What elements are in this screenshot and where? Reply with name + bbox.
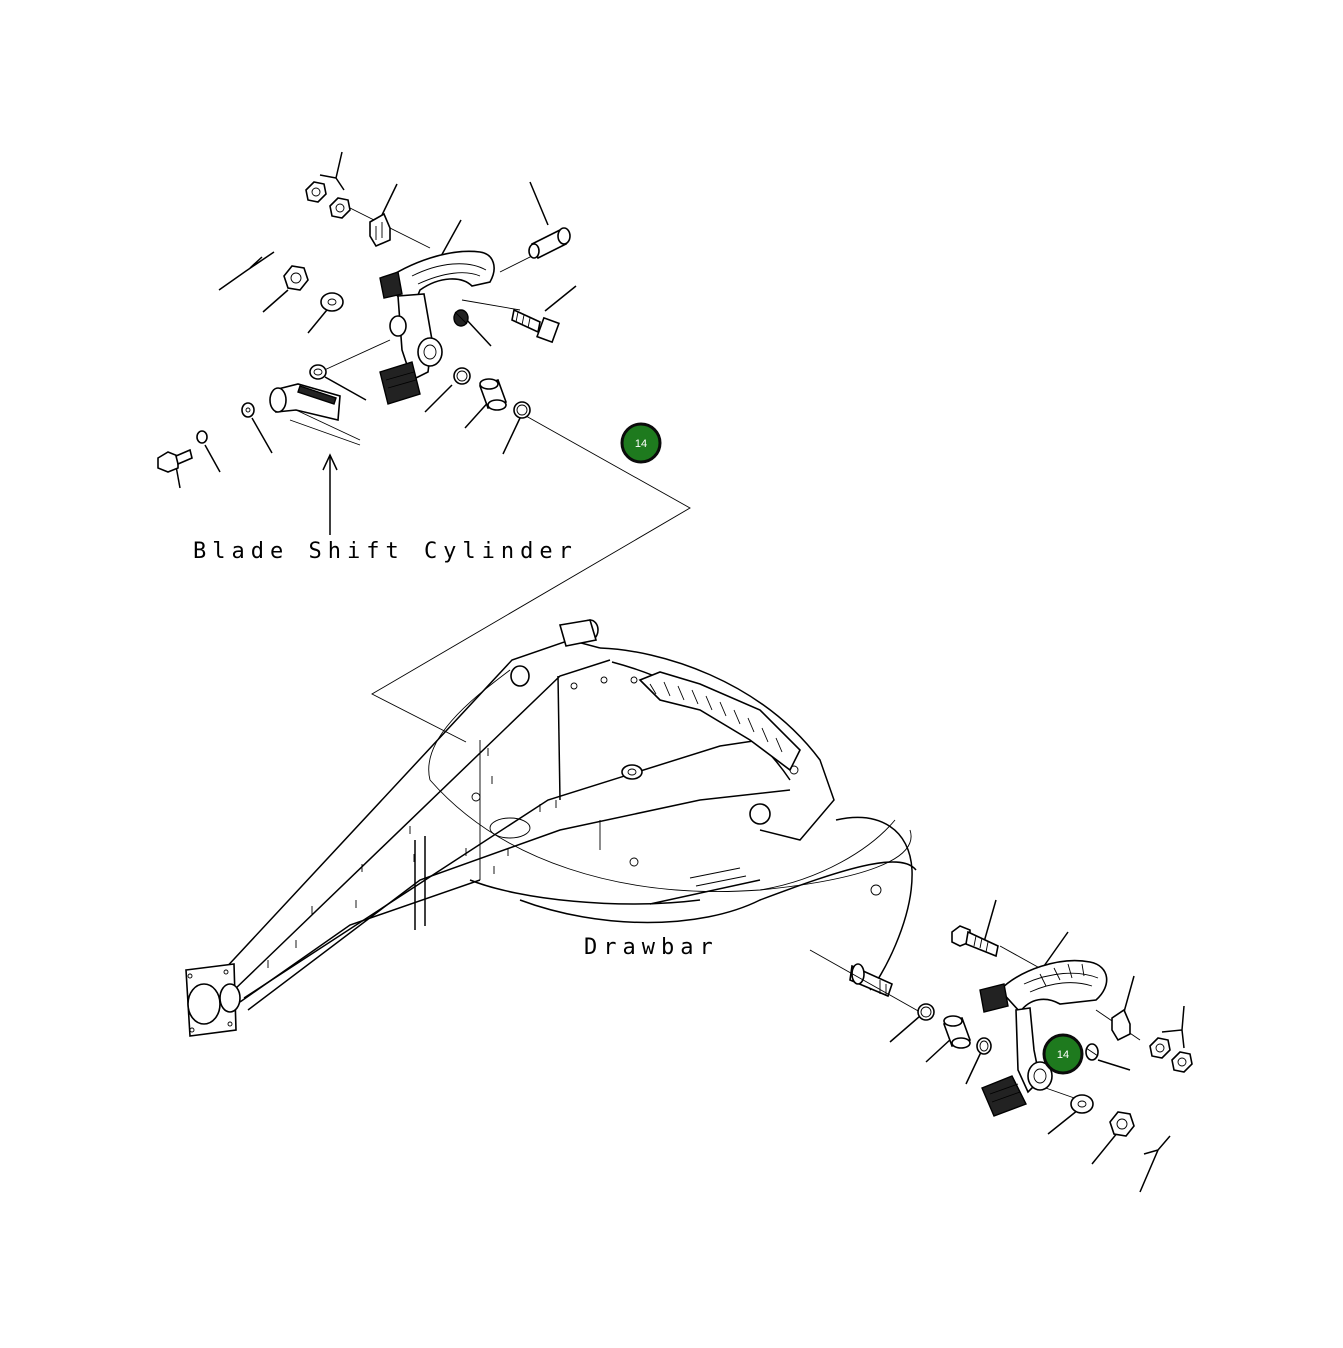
drawbar-frame [185, 619, 921, 1037]
upper-o-ring-3 [513, 401, 531, 419]
callout-number: 14 [635, 438, 647, 450]
lower-bushing [942, 1015, 972, 1049]
lower-grease-fitting [1085, 1043, 1099, 1061]
drawbar-label: Drawbar [584, 935, 719, 960]
upper-exploded-assembly [157, 151, 691, 743]
upper-lock-washer [196, 430, 208, 444]
upper-washer [320, 292, 344, 312]
upper-lock-block [369, 212, 391, 248]
upper-o-ring-1 [309, 364, 327, 380]
callout-circle [620, 422, 662, 464]
lower-o-ring-2 [976, 1037, 992, 1055]
lower-arm-casting [979, 959, 1108, 1117]
callout-14-lower[interactable]: 14 [1042, 1033, 1084, 1075]
upper-arm-casting [379, 250, 495, 405]
lower-nut-pair [1149, 1037, 1193, 1073]
lower-o-ring-1 [917, 1003, 935, 1021]
lower-leader-lines [889, 899, 1185, 1193]
upper-cylinder-end [269, 383, 361, 441]
upper-o-ring-2 [453, 367, 471, 385]
upper-leader-lines [175, 151, 691, 743]
upper-top-nut [283, 265, 309, 291]
callout-circle [1042, 1033, 1084, 1075]
callout-number: 14 [1057, 1049, 1069, 1061]
lower-exploded-assembly [889, 899, 1193, 1193]
lower-nut [1109, 1111, 1135, 1137]
upper-small-washer [241, 402, 255, 418]
upper-grease-fitting [453, 309, 469, 327]
upper-bolt [511, 308, 560, 344]
lower-lock-block [1111, 1008, 1131, 1042]
upper-pin [528, 227, 571, 260]
lower-cap-screw [951, 925, 999, 958]
lower-washer [1070, 1094, 1094, 1114]
drawbar-ball-coupler [185, 963, 241, 1037]
callout-14-upper[interactable]: 14 [620, 422, 662, 464]
upper-bushing [478, 378, 508, 411]
upper-cap-screw [157, 448, 193, 473]
upper-nut-pair [305, 181, 351, 219]
blade-shift-cylinder-label: Blade Shift Cylinder [193, 539, 578, 564]
